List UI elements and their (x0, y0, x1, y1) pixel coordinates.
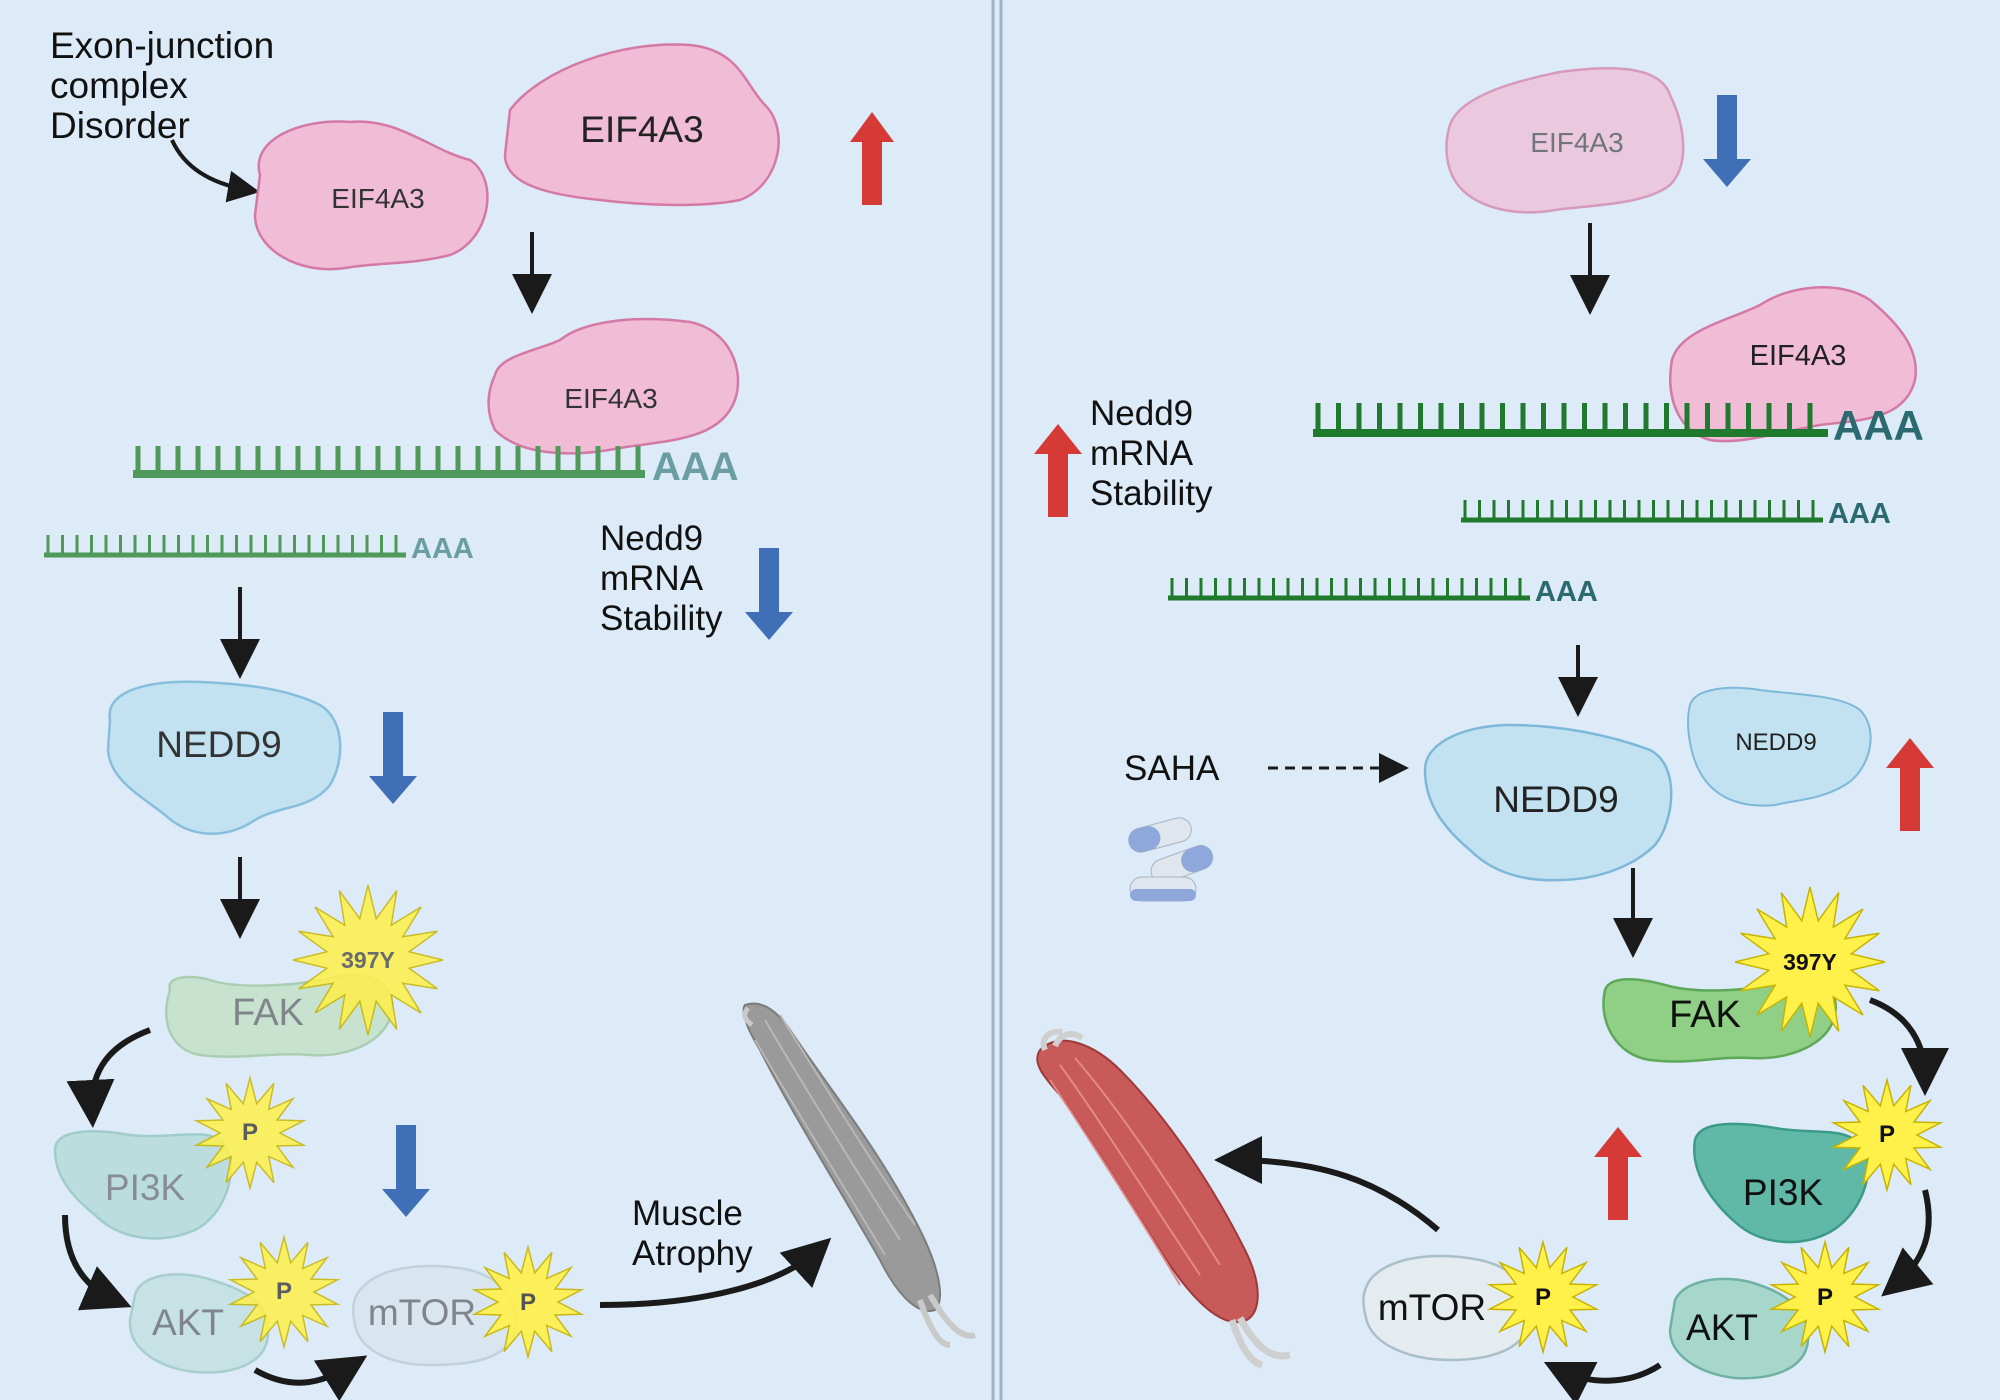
pi3k-protein: PI3K (53, 1130, 233, 1240)
eif4a3-small-label: EIF4A3 (331, 183, 424, 214)
polya-tail-2: AAA (1828, 498, 1891, 530)
mrna-long (133, 446, 645, 478)
fak-label: FAK (1669, 994, 1741, 1036)
stability-up-arrow (1034, 424, 1082, 517)
mtor-protein: mTOR (351, 1264, 518, 1367)
mrna-medium (1461, 500, 1823, 523)
eif4a3-top-label: EIF4A3 (1530, 127, 1623, 158)
phospho-star: P (227, 1234, 341, 1350)
flow-arrow (1868, 997, 1949, 1096)
phospho-label: P (1817, 1284, 1833, 1311)
flow-arrow (1881, 1189, 1934, 1297)
polya-tail-long: AAA (652, 445, 739, 489)
eif4a3-protein-big: EIF4A3 (503, 43, 780, 207)
ejc-curved-arrow (170, 139, 260, 203)
eif4a3-protein-small: EIF4A3 (253, 120, 489, 271)
mrna-long (1313, 403, 1828, 437)
eif4a3-on-mrna: EIF4A3 (487, 317, 740, 455)
eif4a3-protein-top: EIF4A3 (1445, 66, 1685, 214)
atrophied-muscle (742, 1002, 976, 1348)
akt-protein: AKT (1668, 1277, 1810, 1380)
nedd9-protein-small: NEDD9 (1687, 686, 1872, 807)
outcome-text-line1: Muscle (632, 1194, 743, 1233)
pathway-up-arrow (1594, 1127, 1642, 1220)
flow-arrow (66, 1027, 152, 1128)
polya-tail-1: AAA (1833, 402, 1924, 449)
stability-text-line3: Stability (1090, 474, 1213, 513)
mtor-protein: mTOR (1362, 1254, 1533, 1362)
stability-text-line1: Nedd9 (1090, 394, 1193, 433)
phospho-site-label: 397Y (1783, 949, 1837, 975)
phospho-star: P (471, 1244, 585, 1360)
stability-down-arrow (745, 548, 793, 640)
phospho-star: P (1768, 1239, 1882, 1355)
polya-tail-short: AAA (411, 533, 474, 565)
nedd9-big-label: NEDD9 (1493, 779, 1618, 820)
stability-text-line3: Stability (600, 599, 723, 638)
fak-label: FAK (232, 992, 304, 1034)
flow-arrow (253, 1355, 368, 1400)
phospho-label: P (242, 1119, 258, 1146)
polya-tail-3: AAA (1535, 576, 1598, 608)
mrna-short (44, 535, 406, 558)
akt-protein: AKT (128, 1273, 270, 1374)
pi3k-label: PI3K (1743, 1172, 1824, 1213)
saha-label: SAHA (1124, 749, 1220, 788)
phospho-star: P (193, 1075, 307, 1191)
ejc-text-line2: complex (50, 65, 188, 106)
eif4a3-down-arrow (1703, 95, 1751, 187)
phospho-label: P (1879, 1121, 1895, 1148)
pill-icon (1128, 817, 1214, 902)
akt-label: AKT (1686, 1307, 1758, 1348)
mtor-label: mTOR (1378, 1287, 1486, 1328)
nedd9-down-arrow (369, 712, 417, 804)
eif4a3-big-label: EIF4A3 (580, 109, 703, 150)
phospho-label: P (1535, 1284, 1551, 1311)
ejc-text-line3: Disorder (50, 105, 190, 146)
flow-arrow (62, 1214, 132, 1311)
nedd9-small-label: NEDD9 (1735, 729, 1816, 756)
phospho-label: P (276, 1278, 292, 1305)
mtor-label: mTOR (368, 1292, 476, 1333)
flow-arrow (1543, 1361, 1662, 1400)
eif4a3-on-mrna-label: EIF4A3 (1750, 340, 1847, 372)
hypertrophy-arrow (1214, 1136, 1440, 1233)
akt-label: AKT (152, 1302, 224, 1343)
upregulation-arrow (850, 112, 894, 205)
pi3k-label: PI3K (105, 1167, 186, 1208)
atrophy-arrow (599, 1237, 832, 1308)
eif4a3-on-mrna-label: EIF4A3 (564, 383, 657, 414)
eif4a3-on-mrna: EIF4A3 (1669, 286, 1918, 443)
nedd9-up-arrow (1886, 738, 1934, 831)
pathway-down-arrow (382, 1125, 430, 1217)
nedd9-protein: NEDD9 (106, 680, 342, 835)
mrna-short (1168, 578, 1530, 601)
phospho-star: P (1486, 1239, 1600, 1355)
phospho-site-397y: 397Y (292, 884, 444, 1036)
phospho-site-397y: 397Y (1734, 886, 1886, 1038)
healthy-muscle (1036, 1028, 1291, 1369)
nedd9-protein: NEDD9 (1423, 723, 1673, 882)
stability-text-line2: mRNA (600, 559, 704, 598)
pi3k-protein: PI3K (1692, 1122, 1870, 1244)
phospho-label: P (520, 1289, 536, 1316)
outcome-text-line2: Atrophy (632, 1234, 753, 1273)
phospho-star: P (1830, 1077, 1944, 1193)
stability-text-line1: Nedd9 (600, 519, 703, 558)
phospho-site-label: 397Y (341, 947, 395, 973)
nedd9-label: NEDD9 (156, 724, 281, 765)
ejc-text-line1: Exon-junction (50, 25, 274, 66)
stability-text-line2: mRNA (1090, 434, 1194, 473)
